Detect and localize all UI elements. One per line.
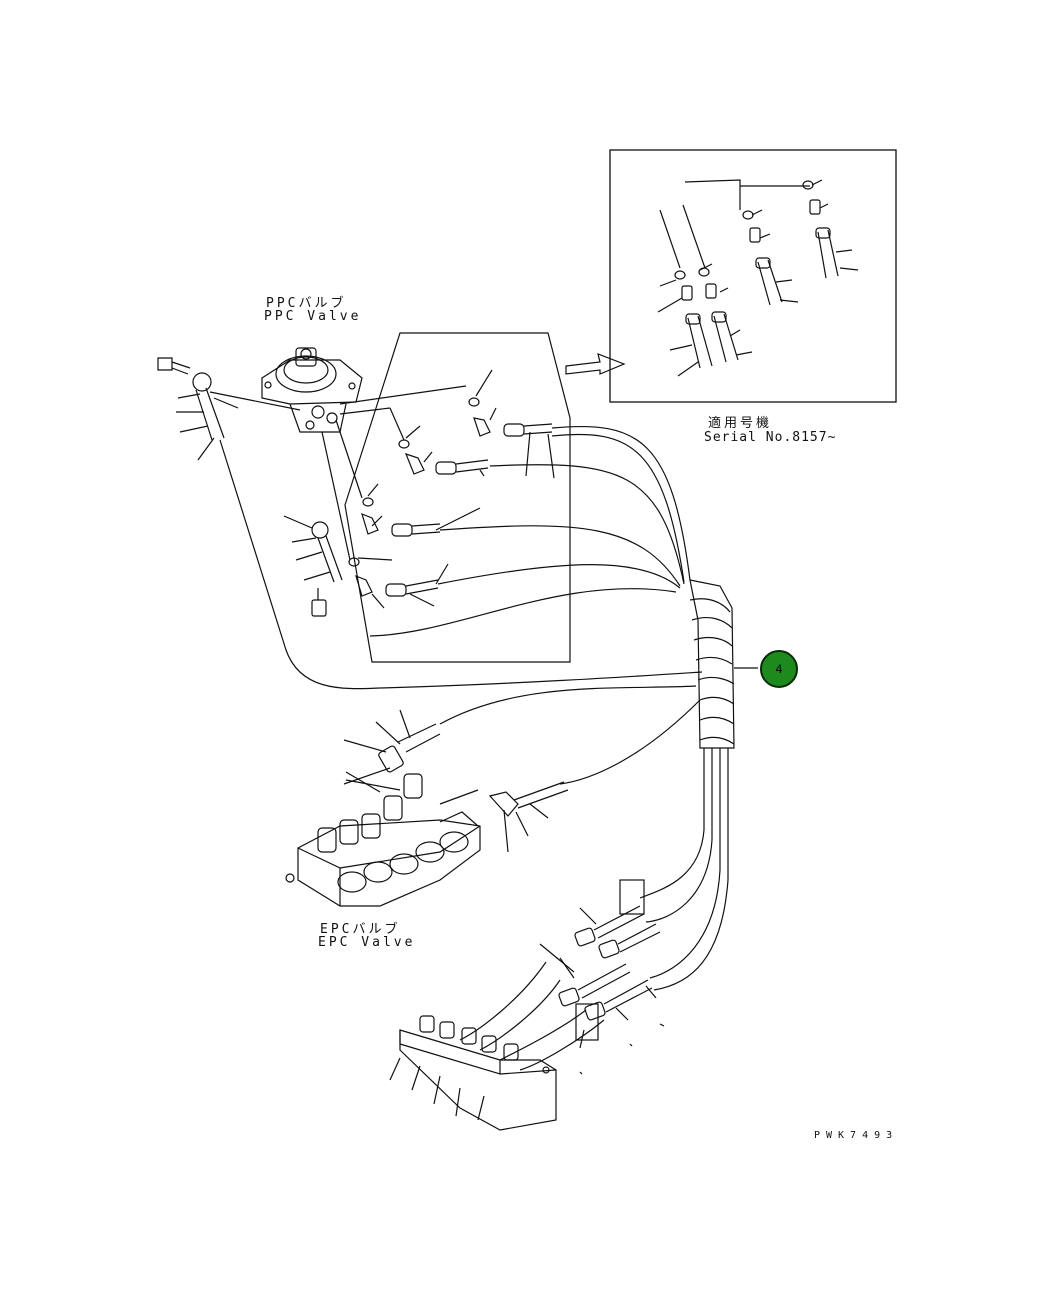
ppc-lower-fitting xyxy=(283,515,343,617)
ppc-valve-label-en: PPC Valve xyxy=(264,309,362,324)
serial-label-jp: 適用号機 xyxy=(708,416,773,431)
ppc-port-fittings xyxy=(321,369,555,609)
bottom-manifold-drawing xyxy=(389,1015,557,1131)
epc-inlet-fitting xyxy=(343,709,441,785)
detail-region-outline xyxy=(344,332,571,663)
lower-hose-fittings xyxy=(459,879,665,1075)
epc-valve-label-en: EPC Valve xyxy=(318,935,416,950)
epc-valve-drawing xyxy=(285,771,569,907)
drawing-id: PWK7493 xyxy=(814,1130,899,1141)
ppc-mounting-bolt xyxy=(157,357,301,461)
detail-arrow xyxy=(565,353,626,375)
ppc-valve-label-jp: PPCバルブ xyxy=(266,296,347,311)
epc-valve-label-jp: EPCバルブ xyxy=(320,922,401,937)
part-callout-number: 4 xyxy=(775,662,783,676)
serial-label-en: Serial No.8157~ xyxy=(704,430,837,445)
ppc-valve-drawing xyxy=(261,347,363,433)
part-callout-4[interactable]: 4 xyxy=(760,650,798,688)
hose-bundle xyxy=(219,425,758,991)
serial-detail-inset xyxy=(609,149,897,403)
